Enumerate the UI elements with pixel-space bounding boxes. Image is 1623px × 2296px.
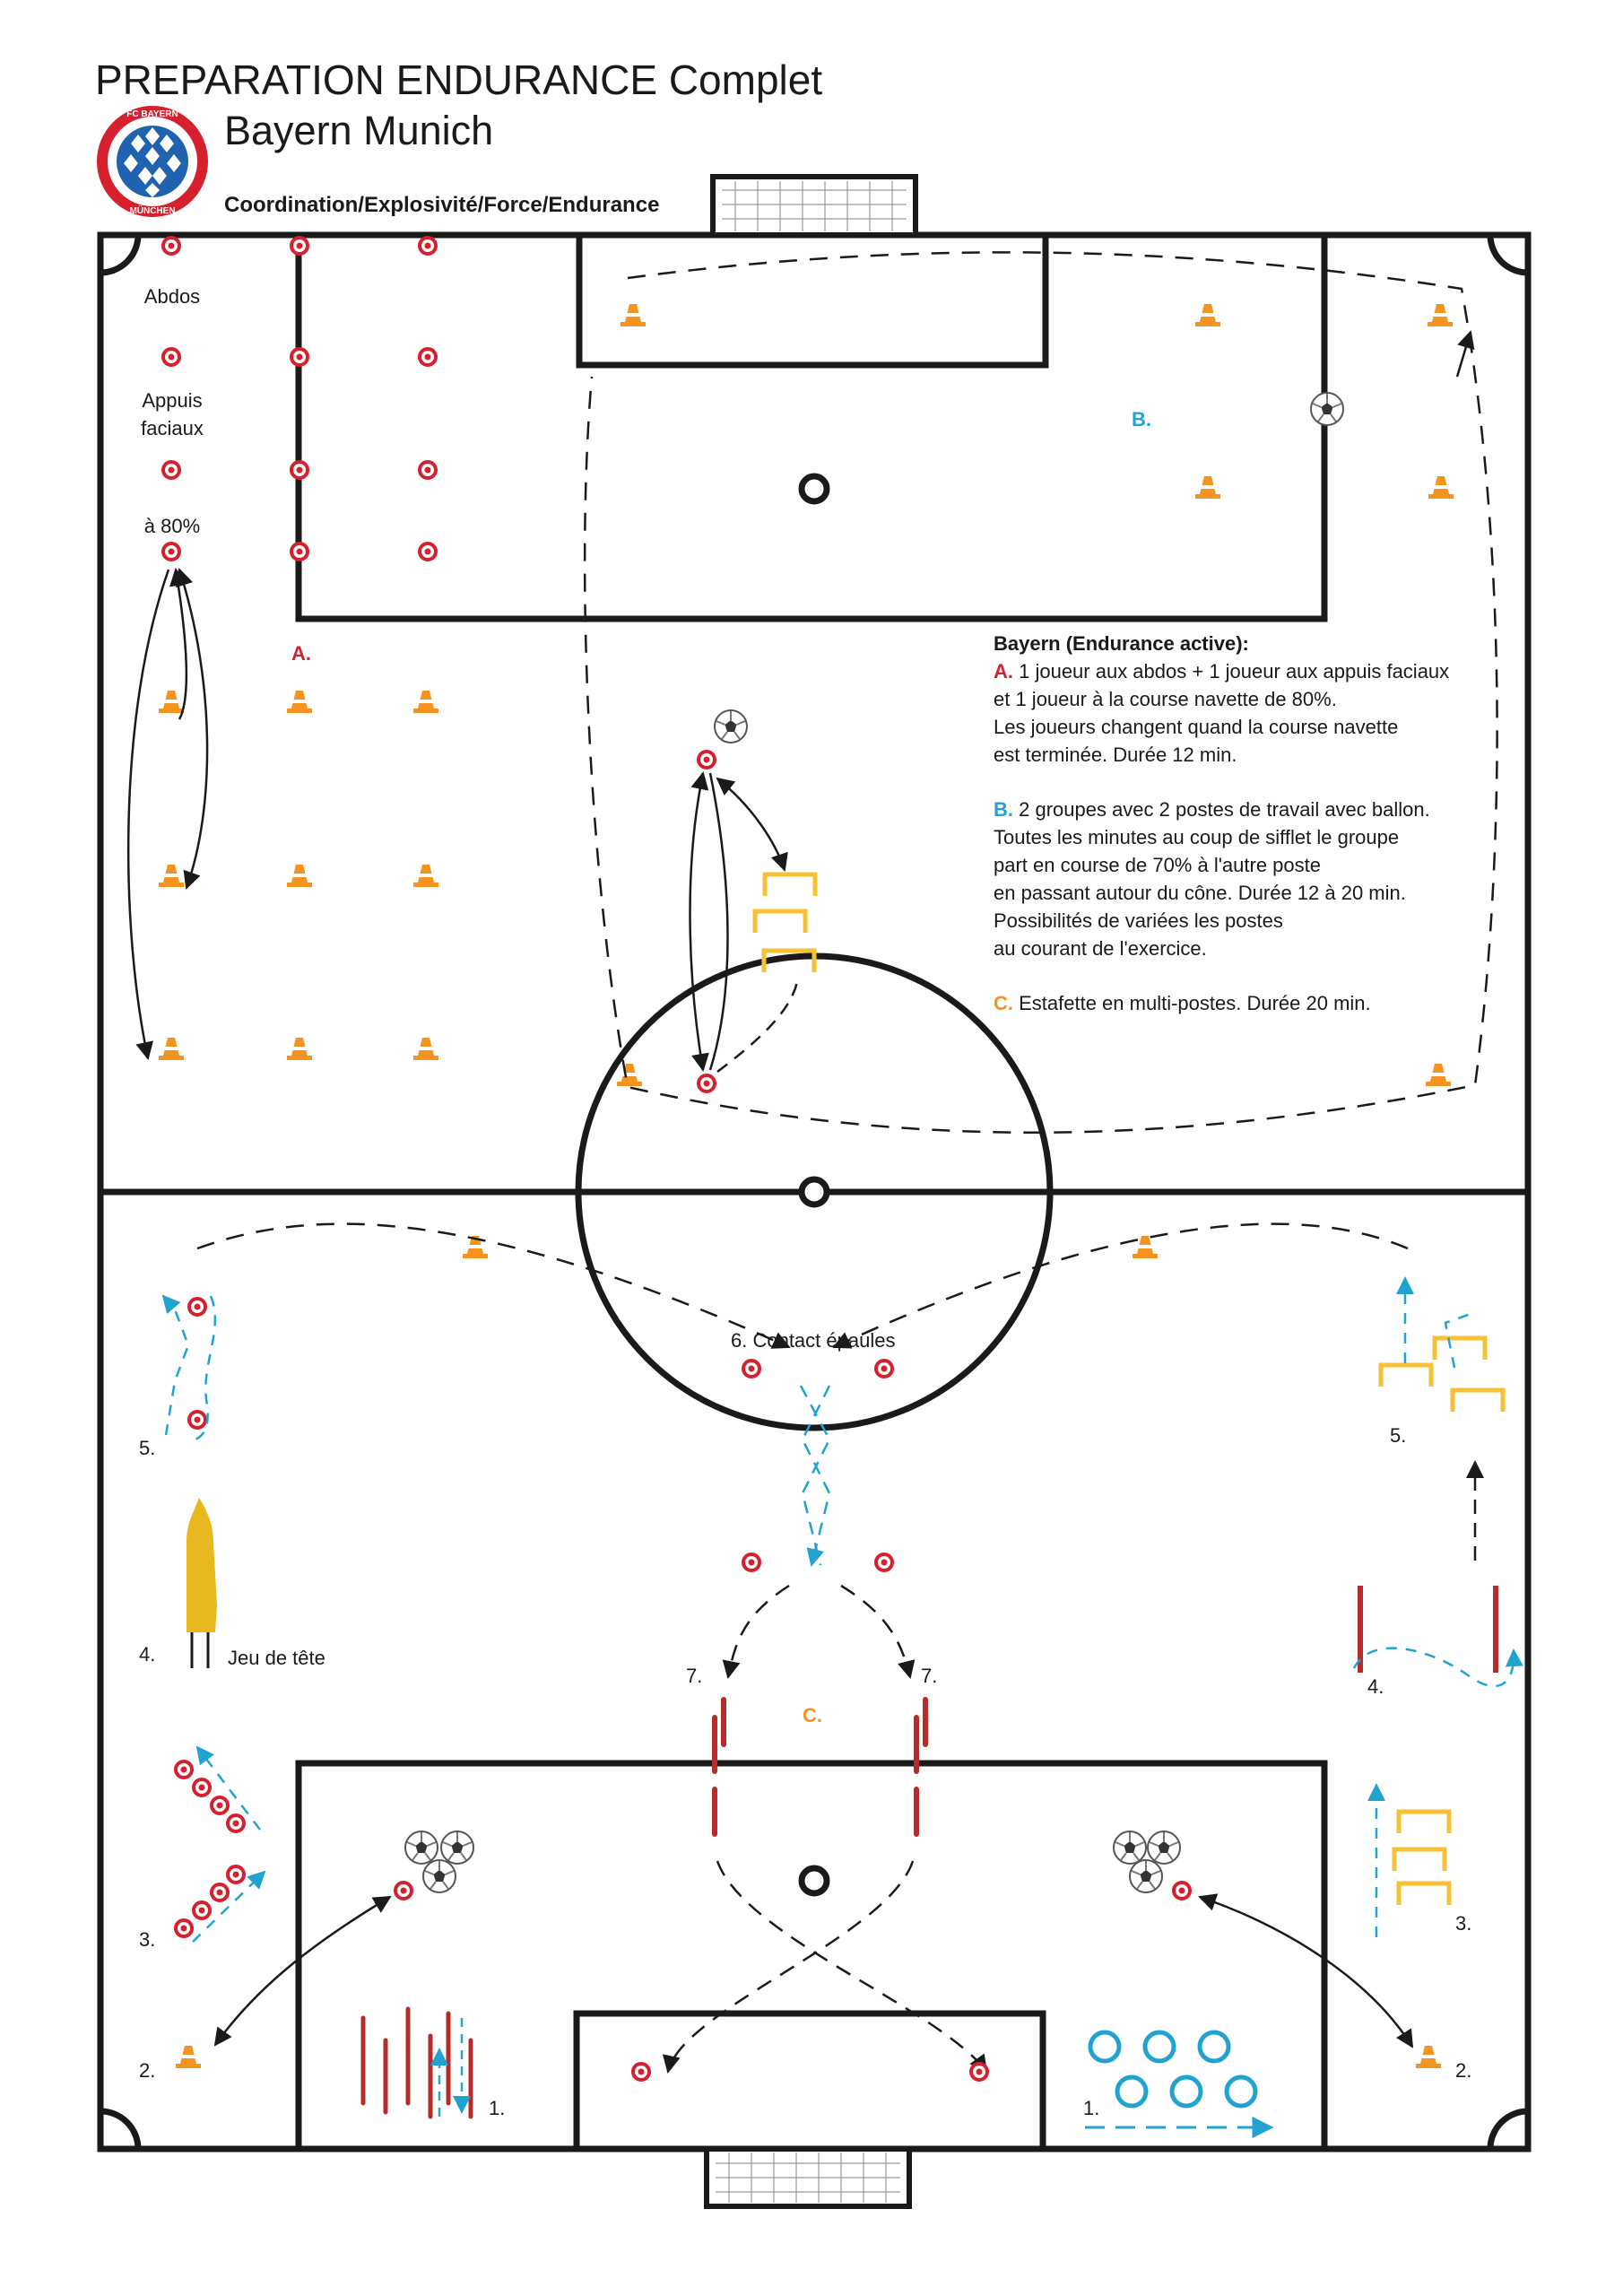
left-station-2	[176, 1831, 474, 2068]
zone-c-cones	[463, 1236, 1158, 1258]
page-title: PREPARATION ENDURANCE Complet	[95, 57, 823, 103]
legend-a-line: 1 joueur aux abdos + 1 joueur aux appuis…	[1013, 660, 1450, 683]
zone-c-top-run	[196, 1222, 1409, 1349]
bottom-goal-box	[573, 2010, 1046, 2152]
legend-a-line: Les joueurs changent quand la course nav…	[994, 716, 1399, 738]
corner-arc-tr	[1487, 234, 1529, 276]
appuis-label-2: faciaux	[141, 417, 204, 439]
station-5-left: 5.	[139, 1437, 156, 1459]
station-1-right: 1.	[1083, 2097, 1100, 2119]
ball-icon	[1310, 392, 1344, 426]
zone-b-marker	[697, 750, 716, 770]
top-penalty-box	[295, 231, 1328, 622]
legend-a-line: et 1 joueur à la course navette de 80%.	[994, 688, 1337, 710]
legend-c-key: C.	[994, 992, 1013, 1014]
legend-a-key: A.	[994, 660, 1013, 683]
right-station-5	[1381, 1276, 1503, 1412]
legend-b-line: Possibilités de variées les postes	[994, 909, 1283, 932]
center-spot	[798, 1176, 830, 1208]
legend-b-line: 2 groupes avec 2 postes de travail avec …	[1013, 798, 1430, 821]
station-2-left: 2.	[139, 2059, 156, 2082]
legend-b-key: B.	[994, 798, 1013, 821]
goal-area-marker	[969, 2062, 989, 2082]
zone-a-shuttle-arrows	[126, 568, 209, 1060]
right-station-2	[1113, 1831, 1441, 2068]
top-penalty-spot	[798, 473, 830, 505]
top-goal	[710, 174, 918, 238]
contact-zigzag	[799, 1385, 831, 1567]
station-1-left: 1.	[489, 2097, 506, 2119]
page-subtitle: Bayern Munich	[224, 108, 494, 153]
corner-arc-tl	[100, 234, 142, 276]
legend-a-line: est terminée. Durée 12 min.	[994, 744, 1237, 766]
zone-b-label: B.	[1132, 408, 1151, 430]
svg-text:MÜNCHEN: MÜNCHEN	[129, 204, 175, 216]
station-3-left: 3.	[139, 1928, 156, 1951]
page-tagline: Coordination/Explosivité/Force/Endurance	[224, 193, 660, 217]
station-3-right: 3.	[1455, 1912, 1472, 1935]
legend-heading: Bayern (Endurance active):	[994, 632, 1249, 655]
station-7-right: 7.	[921, 1665, 938, 1687]
goal-area-marker	[631, 2062, 651, 2082]
zone-b-loop-run	[583, 251, 1498, 1134]
left-station-5	[161, 1294, 217, 1441]
exercise-legend: Bayern (Endurance active): A. 1 joueur a…	[994, 630, 1532, 1017]
contact-label: 6. Contact épaules	[731, 1329, 896, 1352]
station-5-right: 5.	[1390, 1424, 1407, 1447]
bottom-penalty-spot	[798, 1865, 830, 1897]
legend-c-line: Estafette en multi-postes. Durée 20 min.	[1013, 992, 1371, 1014]
bottom-goal	[704, 2146, 912, 2209]
dummy-icon	[187, 1498, 217, 1668]
legend-b-line: au courant de l'exercice.	[994, 937, 1207, 960]
station-4-left: 4.	[139, 1643, 156, 1665]
left-station-3	[174, 1745, 266, 1943]
top-goal-box	[576, 231, 1049, 369]
contact-markers	[742, 1359, 894, 1572]
legend-b-line: en passant autour du cône. Durée 12 à 20…	[994, 882, 1406, 904]
station-4-right: 4.	[1367, 1675, 1384, 1698]
corner-arc-br	[1487, 2108, 1529, 2150]
legend-b-line: part en course de 70% à l'autre poste	[994, 854, 1321, 876]
bayern-logo: FC BAYERN MÜNCHEN	[97, 106, 208, 217]
appuis-label-1: Appuis	[142, 389, 203, 412]
right-station-4	[1352, 1586, 1523, 1688]
zone-b-arrows	[689, 771, 800, 1073]
a80-label: à 80%	[143, 515, 201, 537]
corner-arc-bl	[100, 2108, 142, 2150]
slalom-poles	[712, 1697, 928, 1837]
right-station-1	[1085, 2032, 1274, 2138]
zone-c-label: C.	[803, 1704, 822, 1726]
right-station-3	[1367, 1783, 1449, 1937]
abdos-label: Abdos	[143, 285, 201, 308]
svg-text:FC BAYERN: FC BAYERN	[126, 109, 178, 119]
zone-a-cones	[159, 691, 438, 1060]
left-station-1	[360, 2006, 473, 2119]
zone-c-split-run	[663, 1584, 988, 2074]
ball-icon	[714, 709, 748, 744]
legend-b-line: Toutes les minutes au coup de sifflet le…	[994, 826, 1400, 848]
station-7-left: 7.	[686, 1665, 703, 1687]
jeu-tete-label: Jeu de tête	[228, 1647, 325, 1669]
zone-a-label: A.	[291, 642, 311, 665]
station-2-right: 2.	[1455, 2059, 1472, 2082]
zone-b-marker	[697, 1074, 716, 1093]
